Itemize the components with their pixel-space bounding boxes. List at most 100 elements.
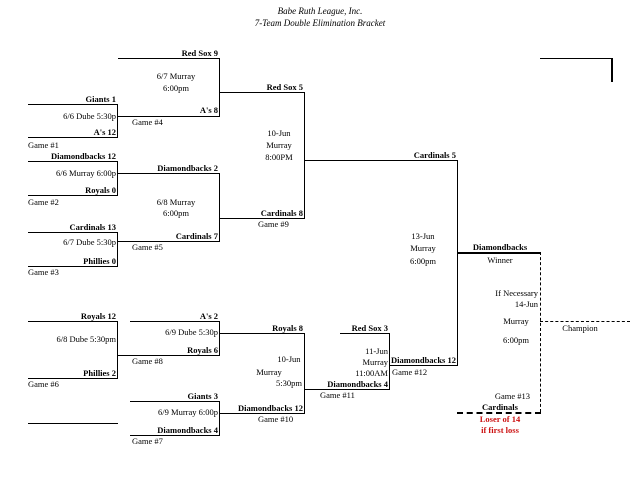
g10-connector: [304, 333, 305, 413]
g10-top-line: [219, 333, 305, 334]
g1-top-line: [28, 104, 118, 105]
g4-info-date: 6/7 Murray: [156, 71, 196, 81]
g4-bottom-line: [118, 116, 220, 117]
g1-label: Game #1: [28, 140, 59, 150]
bracket-subtitle: 7-Team Double Elimination Bracket: [254, 18, 386, 28]
g8-info: 6/9 Dube 5:30p: [165, 327, 218, 337]
g7-connector: [219, 401, 220, 435]
g5-info-date: 6/8 Murray: [156, 197, 196, 207]
g6-connector: [117, 321, 118, 378]
g9-bottom-line: [219, 218, 305, 219]
g6-top-line: [28, 321, 118, 322]
g11-info-venue: Murray: [362, 357, 389, 367]
g9-connector: [304, 92, 305, 218]
g7-label: Game #7: [132, 436, 163, 446]
g1-bottom-team: A's 12: [93, 127, 116, 137]
final-connector: [540, 252, 541, 412]
final-note-first-loss: if first loss: [481, 425, 519, 435]
final-top-team: Diamondbacks: [472, 242, 528, 252]
g2-top-team: Diamondbacks 12: [51, 151, 116, 161]
g6-label: Game #6: [28, 379, 59, 389]
g1-connector: [117, 104, 118, 137]
g12-bottom-line: [389, 365, 458, 366]
final-info-if-necessary: If Necessary: [495, 288, 538, 298]
g1-bottom-line: [28, 137, 118, 138]
g4-label: Game #4: [132, 117, 163, 127]
g3-connector: [117, 232, 118, 266]
league-title: Babe Ruth League, Inc.: [277, 6, 363, 16]
final-info-date: 14-Jun: [514, 299, 538, 309]
g12-bottom-team: Diamondbacks 12: [391, 355, 456, 365]
g7-info: 6/9 Murray 6:00p: [158, 407, 218, 417]
g2-top-line: [28, 161, 118, 162]
g2-connector: [117, 161, 118, 195]
g4-top-team: Red Sox 9: [181, 48, 218, 58]
g8-top-team: A's 2: [199, 311, 218, 321]
g11-label: Game #11: [320, 390, 355, 400]
g10-info-time: 5:30pm: [276, 378, 302, 388]
g4-top-line: [118, 58, 220, 59]
g7-top-line: [130, 401, 220, 402]
g6-info: 6/8 Dube 5:30pm: [56, 334, 117, 344]
final-info-time: 6:00pm: [503, 335, 529, 345]
g12-info-date: 13-Jun: [411, 231, 435, 241]
g12-info-venue: Murray: [410, 243, 436, 253]
g5-bottom-team: Cardinals 7: [175, 231, 218, 241]
g11-top-team: Red Sox 3: [351, 323, 388, 333]
champion-stub-line: [540, 58, 612, 59]
g5-label: Game #5: [132, 242, 163, 252]
g4-connector: [219, 58, 220, 116]
g9-bottom-team: Cardinals 8: [260, 208, 303, 218]
g10-bottom-team: Diamondbacks 12: [238, 403, 303, 413]
g6-bottom-team: Phillies 2: [83, 368, 116, 378]
g11-bottom-line: [304, 389, 390, 390]
g2-bottom-line: [28, 195, 118, 196]
final-game-label: Game #13: [494, 391, 530, 401]
g2-label: Game #2: [28, 197, 59, 207]
g9-info-time: 8:00PM: [265, 152, 293, 162]
g5-connector: [219, 173, 220, 241]
g7-bottom-line: [130, 435, 220, 436]
g3-top-team: Cardinals 13: [69, 222, 116, 232]
g3-top-line: [28, 232, 118, 233]
g12-info-time: 6:00pm: [410, 256, 436, 266]
g5-bottom-line: [118, 241, 220, 242]
final-winner-label: Winner: [487, 255, 513, 265]
g5-top-line: [118, 173, 220, 174]
g9-info-date: 10-Jun: [267, 128, 291, 138]
g11-top-line: [340, 333, 390, 334]
final-bottom-team: Cardinals: [482, 402, 518, 412]
g8-top-line: [130, 321, 220, 322]
g1-top-team: Giants 1: [85, 94, 116, 104]
g11-info-time: 11:00AM: [355, 368, 388, 378]
g11-bottom-team: Diamondbacks 4: [327, 379, 388, 389]
g7-bottom-team: Diamondbacks 4: [157, 425, 218, 435]
g9-label: Game #9: [258, 219, 289, 229]
g3-info: 6/7 Dube 5:30p: [63, 237, 116, 247]
g6-top-team: Royals 12: [80, 311, 116, 321]
g12-connector: [457, 160, 458, 365]
g1-info: 6/6 Dube 5:30p: [63, 111, 116, 121]
g12-label: Game #12: [392, 367, 428, 377]
champion-label: Champion: [562, 323, 598, 333]
g10-info-date: 10-Jun: [277, 354, 301, 364]
g4-info-time: 6:00pm: [163, 83, 189, 93]
g9-top-team: Red Sox 5: [266, 82, 303, 92]
g9-info-venue: Murray: [266, 140, 292, 150]
g5-info-time: 6:00pm: [163, 208, 189, 218]
final-bottom-line: [457, 412, 541, 414]
g5-top-team: Diamondbacks 2: [157, 163, 218, 173]
champion-stub-tick: [611, 58, 613, 82]
g11-info-date: 11-Jun: [365, 346, 388, 356]
g12-top-team: Cardinals 5: [413, 150, 456, 160]
g10-info-venue: Murray: [256, 367, 282, 377]
g11-connector: [389, 333, 390, 389]
g8-connector: [219, 321, 220, 355]
g2-bottom-team: Royals 0: [85, 185, 116, 195]
g12-top-line: [304, 160, 458, 161]
g6-bottom-line: [28, 378, 118, 379]
final-note-loser: Loser of 14: [479, 414, 521, 424]
final-top-line: [457, 252, 541, 254]
g4-bottom-team: A's 8: [199, 105, 218, 115]
g10-top-team: Royals 8: [272, 323, 303, 333]
